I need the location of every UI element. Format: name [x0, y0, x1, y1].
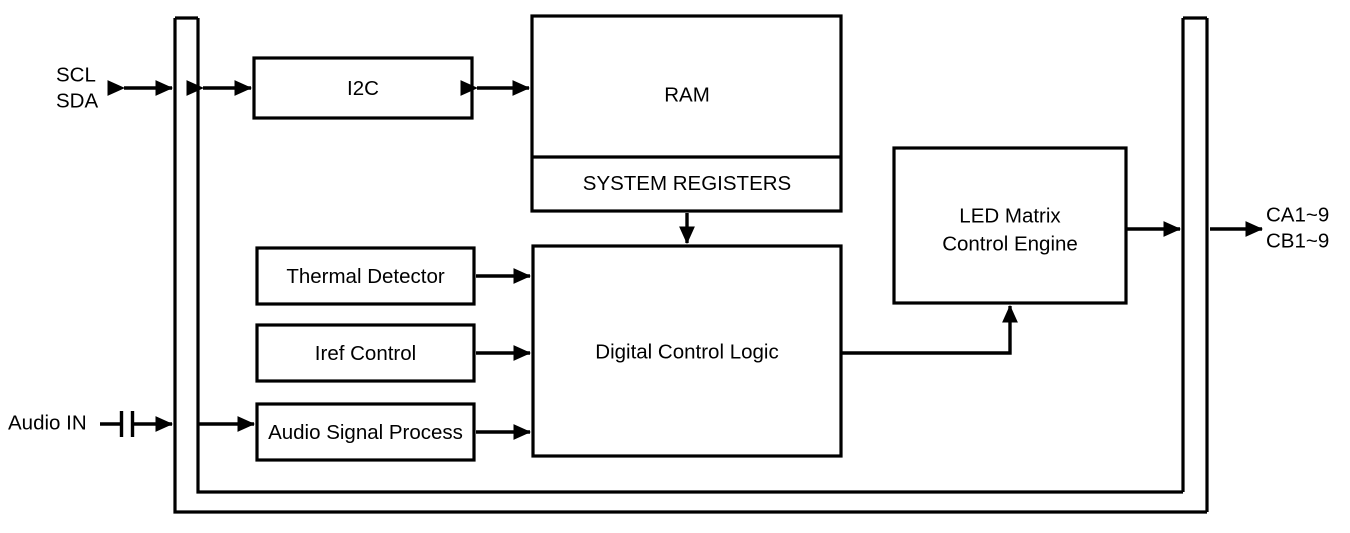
left-bus-group: [173, 16, 1207, 514]
block-i2c[interactable]: I2C: [252, 56, 474, 120]
block-audio-signal-process-label: Audio Signal Process: [268, 421, 463, 444]
pin-label-ca: CA1~9: [1266, 203, 1329, 226]
block-system-registers-label: SYSTEM REGISTERS: [583, 172, 791, 195]
block-iref-control[interactable]: Iref Control: [255, 323, 476, 383]
block-led-matrix-line2-label: Control Engine: [942, 232, 1078, 255]
block-i2c-label: I2C: [347, 77, 379, 100]
block-digital-control-logic[interactable]: Digital Control Logic: [531, 244, 843, 458]
block-audio-signal-process[interactable]: Audio Signal Process: [255, 402, 476, 462]
block-thermal-detector[interactable]: Thermal Detector: [255, 246, 476, 306]
block-thermal-detector-label: Thermal Detector: [286, 265, 445, 288]
pin-label-sda: SDA: [56, 89, 98, 112]
left-bus-inner-rail: [196, 18, 1183, 494]
block-ram-sysreg[interactable]: RAM SYSTEM REGISTERS: [530, 14, 843, 213]
block-ram-label: RAM: [664, 83, 710, 106]
wire-dcl-to-led-matrix: [841, 304, 1018, 355]
left-bus-outer-rail: [173, 18, 1207, 514]
wire-audio-in-to-bus: [100, 411, 174, 437]
pin-label-audio-in: Audio IN: [8, 411, 87, 434]
pin-label-cb: CB1~9: [1266, 229, 1329, 252]
block-led-matrix-line1-label: LED Matrix: [959, 204, 1061, 227]
block-iref-control-label: Iref Control: [315, 342, 416, 365]
block-digital-control-logic-label: Digital Control Logic: [595, 340, 778, 363]
block-led-matrix-control-engine[interactable]: LED Matrix Control Engine: [892, 146, 1128, 305]
pin-label-scl: SCL: [56, 63, 96, 86]
right-bus-group: [1181, 16, 1209, 512]
